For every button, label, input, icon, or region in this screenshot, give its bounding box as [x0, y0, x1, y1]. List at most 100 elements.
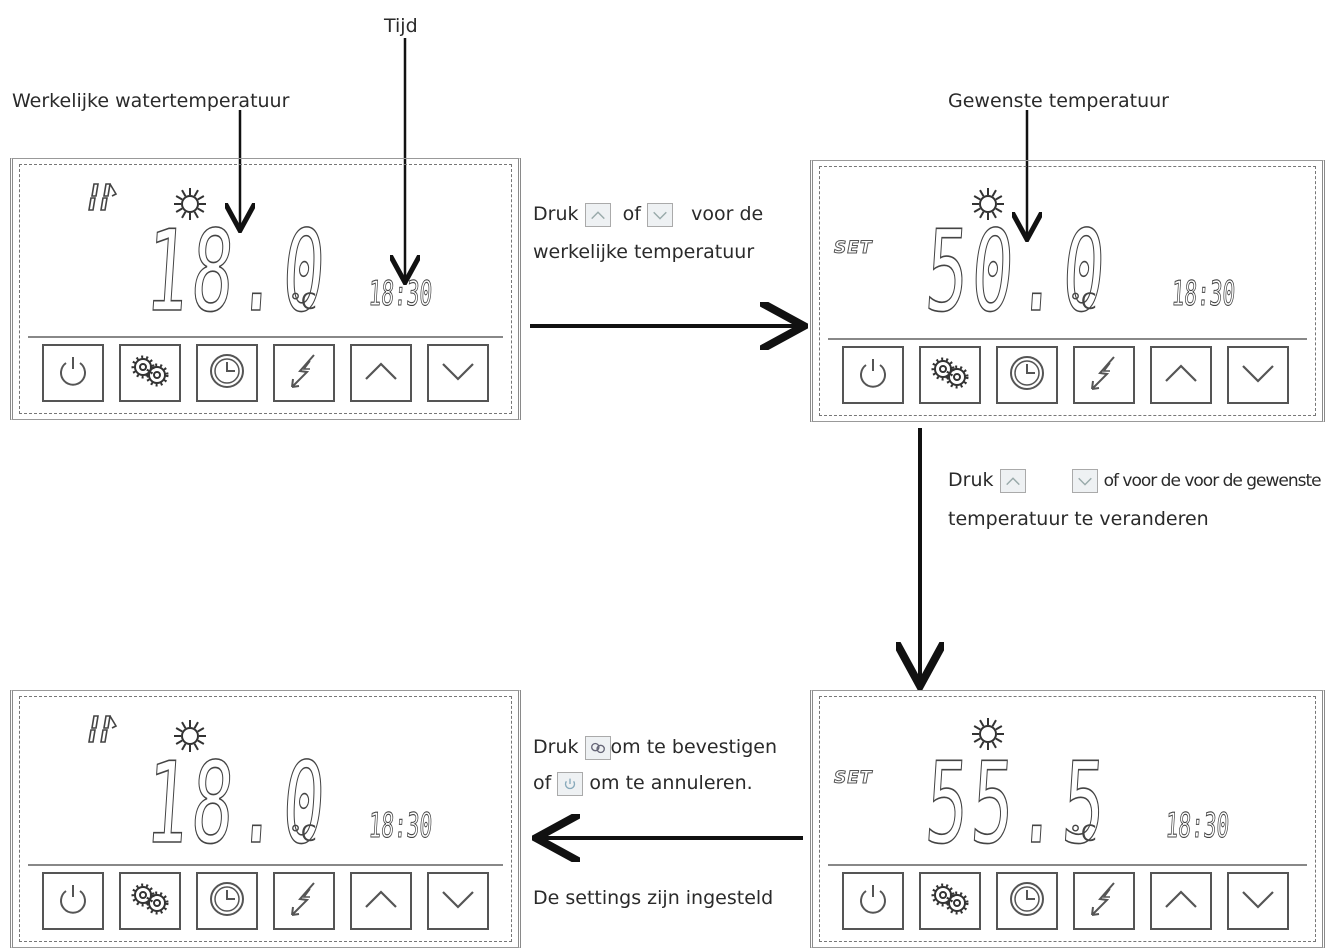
- panel-divider: [28, 864, 503, 866]
- down-arrow-icon: [438, 351, 478, 395]
- settings-button[interactable]: [119, 872, 181, 930]
- panel-dashed-border: [19, 164, 512, 414]
- panel-dashed-border: [819, 696, 1316, 942]
- down-button[interactable]: [427, 344, 489, 402]
- power-icon: [853, 879, 893, 923]
- step4-text: De settings zijn ingesteld: [533, 887, 774, 909]
- boost-button[interactable]: [273, 344, 335, 402]
- boost-button[interactable]: [273, 872, 335, 930]
- step3-prefix: Druk: [533, 736, 579, 758]
- lightning-icon: [284, 879, 324, 923]
- step1-suffix: voor de: [691, 203, 764, 225]
- time-readout: 18:30: [1170, 274, 1237, 315]
- sun-icon: [970, 716, 1006, 756]
- step1-mid: of: [622, 203, 641, 225]
- gears-icon: [130, 879, 170, 923]
- step3-line2: of om te annuleren.: [533, 771, 753, 796]
- up-arrow-icon: [361, 879, 401, 923]
- up-button[interactable]: [1150, 872, 1212, 930]
- gears-icon: [930, 353, 970, 397]
- power-icon: [53, 879, 93, 923]
- time-readout: 18:30: [367, 806, 434, 847]
- up-arrow-icon: [1161, 879, 1201, 923]
- step3-line2-suffix: om te annuleren.: [589, 772, 753, 794]
- boost-button[interactable]: [1073, 872, 1135, 930]
- step3-suffix: om te bevestigen: [610, 736, 778, 758]
- up-arrow-icon: [361, 351, 401, 395]
- panel-frame: [810, 690, 1325, 948]
- panel-dashed-border: [19, 696, 512, 942]
- power-icon: [853, 353, 893, 397]
- power-button[interactable]: [842, 346, 904, 404]
- down-button[interactable]: [1227, 872, 1289, 930]
- power-button[interactable]: [842, 872, 904, 930]
- time-readout: 18:30: [1164, 806, 1231, 847]
- clock-icon: [1007, 879, 1047, 923]
- panel-dashed-border: [819, 166, 1316, 416]
- step1-prefix: Druk: [533, 203, 579, 225]
- lightning-icon: [1084, 353, 1124, 397]
- clock-button[interactable]: [996, 346, 1058, 404]
- clock-icon: [207, 879, 247, 923]
- panel-frame: [10, 158, 521, 420]
- actual-water-temp-label: Werkelijke watertemperatuur: [12, 90, 290, 112]
- clock-button[interactable]: [196, 872, 258, 930]
- down-arrow-icon: [1238, 353, 1278, 397]
- sun-icon: [172, 186, 208, 226]
- clock-button[interactable]: [196, 344, 258, 402]
- settings-button[interactable]: [119, 344, 181, 402]
- time-readout: 18:30: [367, 274, 434, 315]
- up-arrow-icon: [1161, 353, 1201, 397]
- step1-line2: werkelijke temperatuur: [533, 241, 755, 263]
- power-icon: [53, 351, 93, 395]
- sun-icon: [172, 718, 208, 758]
- power-button[interactable]: [42, 872, 104, 930]
- up-button[interactable]: [1150, 346, 1212, 404]
- gears-icon: [930, 879, 970, 923]
- clock-button[interactable]: [996, 872, 1058, 930]
- time-label: Tijd: [384, 15, 418, 37]
- temperature-unit: °C: [1070, 822, 1097, 847]
- gears-icon: [584, 735, 611, 760]
- panel-frame: [810, 160, 1325, 422]
- set-indicator: SET: [833, 768, 873, 789]
- step2-line2: temperatuur te veranderen: [948, 508, 1209, 530]
- panel-divider: [828, 864, 1307, 866]
- panel-divider: [828, 338, 1307, 340]
- power-icon: [557, 771, 584, 796]
- set-indicator: SET: [833, 238, 873, 259]
- gears-icon: [130, 351, 170, 395]
- clock-icon: [1007, 353, 1047, 397]
- temperature-unit: °C: [290, 290, 317, 315]
- lightning-icon: [284, 351, 324, 395]
- down-arrow-icon: [438, 879, 478, 923]
- boost-button[interactable]: [1073, 346, 1135, 404]
- desired-temp-label: Gewenste temperatuur: [948, 90, 1169, 112]
- lightning-icon: [1084, 879, 1124, 923]
- clock-icon: [207, 351, 247, 395]
- down-button[interactable]: [427, 872, 489, 930]
- power-button[interactable]: [42, 344, 104, 402]
- up-arrow-icon: [584, 202, 611, 227]
- temperature-unit: °C: [1070, 290, 1097, 315]
- fan-icon: [82, 176, 122, 220]
- settings-button[interactable]: [919, 346, 981, 404]
- down-arrow-icon: [1071, 468, 1098, 493]
- up-button[interactable]: [350, 344, 412, 402]
- down-arrow-icon: [1238, 879, 1278, 923]
- panel-divider: [28, 336, 503, 338]
- temperature-unit: °C: [290, 822, 317, 847]
- down-button[interactable]: [1227, 346, 1289, 404]
- up-button[interactable]: [350, 872, 412, 930]
- step3-line2-prefix: of: [533, 772, 552, 794]
- step2-prefix: Druk: [948, 469, 994, 491]
- step3-line1: Druk om te bevestigen: [533, 735, 777, 760]
- step1-line1: Druk of voor de: [533, 202, 763, 227]
- settings-button[interactable]: [919, 872, 981, 930]
- up-arrow-icon: [999, 468, 1026, 493]
